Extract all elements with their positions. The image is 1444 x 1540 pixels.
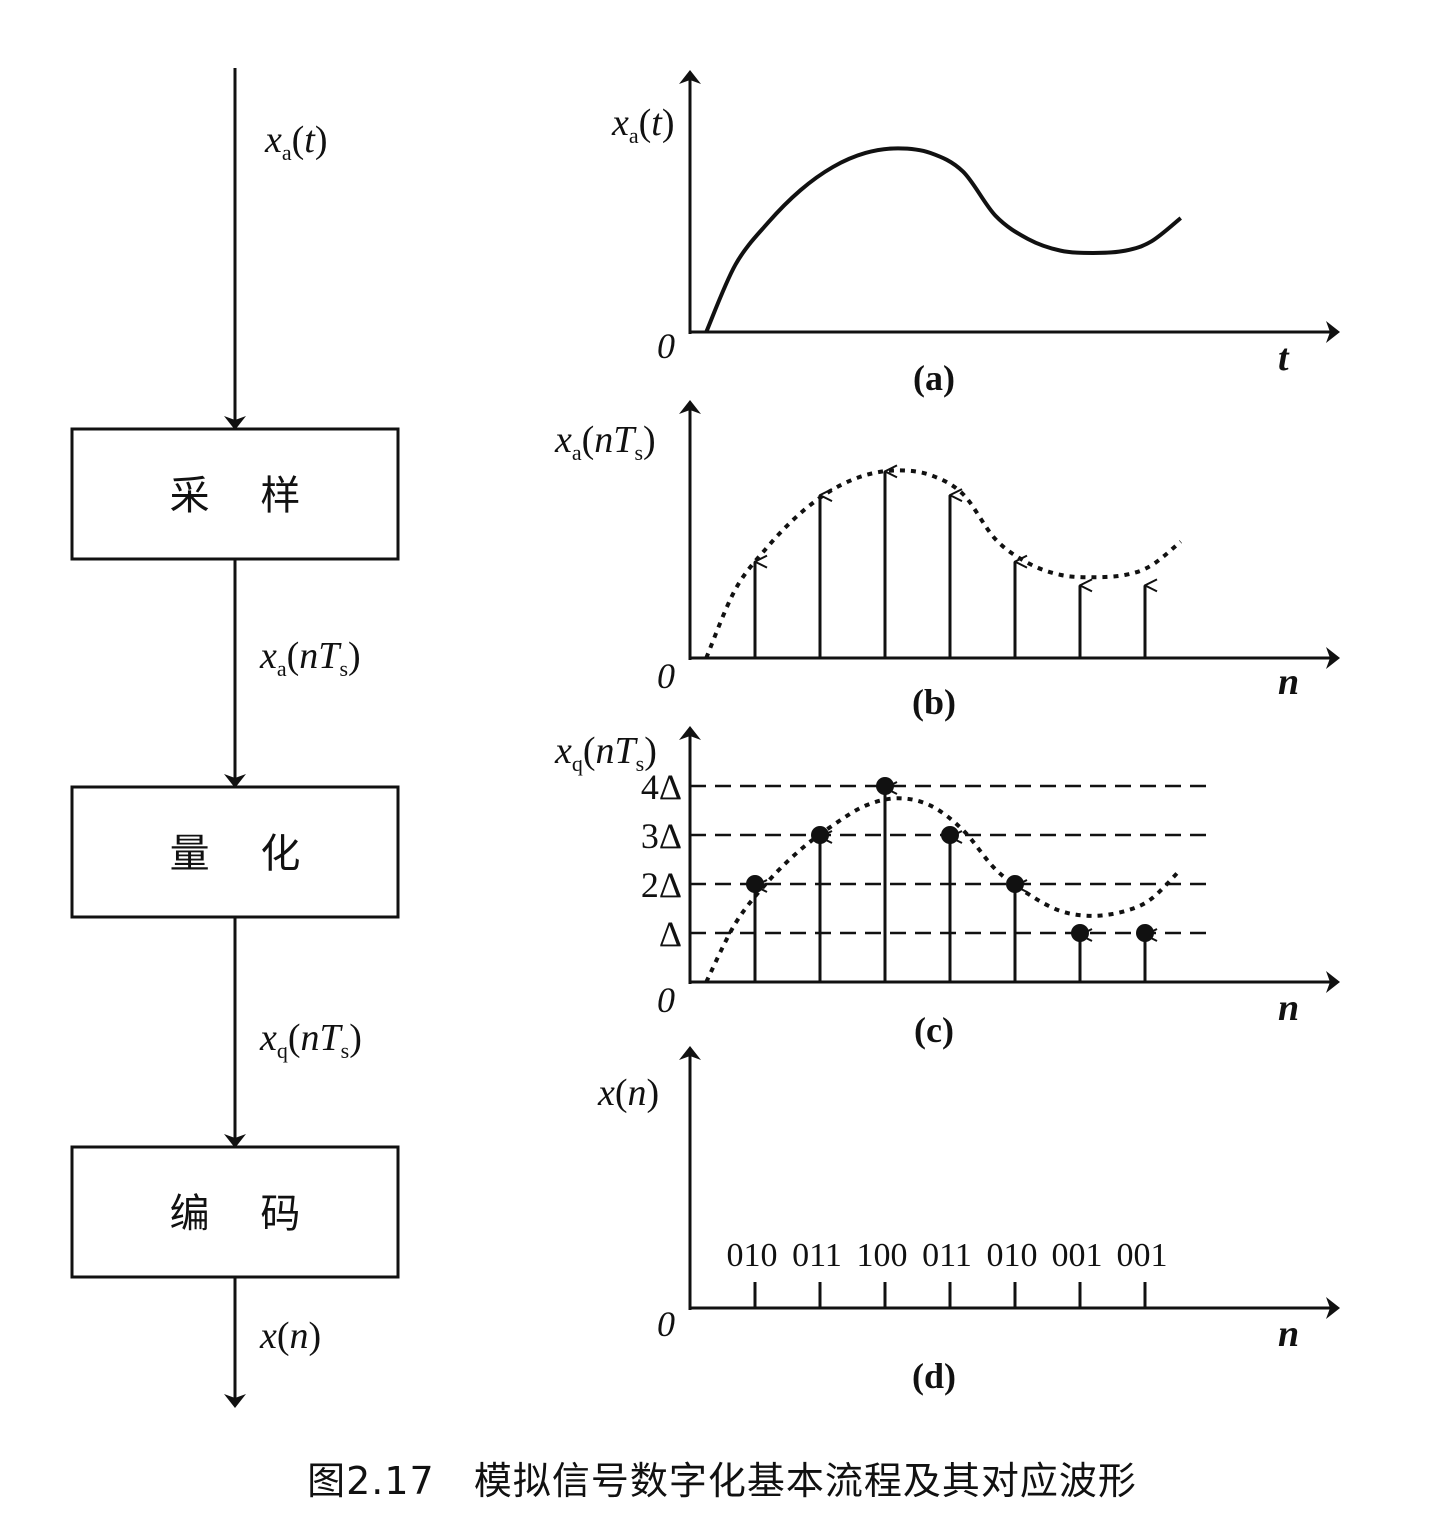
panel-c-ylabel: xq(nTs) (554, 730, 657, 776)
panel-b: xa(nTs) 0 n (b) (554, 400, 1340, 722)
panel-b-ylabel: xa(nTs) (554, 419, 656, 465)
signal-label-x-n: x(n) (259, 1315, 321, 1357)
encoding-block (70, 1145, 400, 1279)
panel-c-origin: 0 (657, 980, 675, 1020)
panel-c-level-label-2: 2Δ (641, 865, 682, 905)
panel-b-origin: 0 (657, 656, 675, 696)
panel-d-code-2: 011 (792, 1237, 842, 1274)
panel-a-analog-curve (704, 146, 1183, 333)
panel-d-ylabel: x(n) (597, 1072, 659, 1114)
panel-d-code-3: 100 (857, 1237, 908, 1274)
panel-c-label: (c) (914, 1010, 954, 1050)
figure-caption: 图2.17 模拟信号数字化基本流程及其对应波形 (307, 1459, 1137, 1503)
encoding-block-label: 编 码 (170, 1191, 301, 1237)
panel-c-sample-dot-1 (746, 875, 764, 893)
signal-label-xa-nTs: xa(nTs) (259, 635, 361, 681)
panel-b-envelope (704, 468, 1183, 659)
panel-d-code-7: 001 (1117, 1237, 1168, 1274)
panel-c-level-label-4: 4Δ (641, 767, 682, 807)
panel-c-sample-dot-3 (876, 777, 894, 795)
panel-d-code-5: 010 (987, 1237, 1038, 1274)
panel-b-xlabel: n (1278, 661, 1299, 703)
panel-c-xlabel: n (1278, 987, 1299, 1029)
panel-a-xlabel: t (1278, 337, 1290, 379)
panel-c-sample-dot-5 (1006, 875, 1024, 893)
panel-d-origin: 0 (657, 1304, 675, 1344)
panel-c-level-label-3: 3Δ (641, 816, 682, 856)
sampling-block-label: 采 样 (170, 473, 301, 519)
flowchart: 采 样 量 化 编 码 xa(t) xa(nTs) xq(nTs) x(n) (70, 68, 400, 1408)
panel-c-sample-dot-2 (811, 826, 829, 844)
panel-c-level-label-1: Δ (659, 914, 682, 954)
panel-a-ylabel: xa(t) (611, 102, 675, 148)
quantization-block (70, 785, 400, 919)
panel-d-xlabel: n (1278, 1313, 1299, 1355)
signal-label-xa-t: xa(t) (264, 119, 328, 165)
quantization-block-label: 量 化 (170, 831, 301, 877)
panel-d-code-4: 011 (922, 1237, 972, 1274)
sampling-block (70, 427, 400, 561)
panel-d-code-6: 001 (1052, 1237, 1103, 1274)
panel-a-origin: 0 (657, 326, 675, 366)
panel-c-samples (746, 777, 1154, 982)
panel-c-envelope (704, 796, 1183, 983)
panel-c-sample-dot-4 (941, 826, 959, 844)
panel-d-code-1: 010 (727, 1237, 778, 1274)
panel-a: xa(t) 0 t (a) (611, 70, 1340, 398)
panel-c-quant-levels: Δ 2Δ 3Δ 4Δ (641, 767, 1212, 954)
panel-b-label: (b) (912, 682, 956, 722)
signal-label-xq-nTs: xq(nTs) (259, 1017, 362, 1063)
panel-d: 010 011 100 011 010 001 001 x(n) 0 n (d) (597, 1046, 1340, 1396)
panel-d-codewords: 010 011 100 011 010 001 001 (727, 1237, 1168, 1308)
panel-b-samples (753, 471, 1145, 658)
panel-a-label: (a) (913, 358, 955, 398)
panel-c-sample-dot-7 (1136, 924, 1154, 942)
panel-c-sample-dot-6 (1071, 924, 1089, 942)
figure: 采 样 量 化 编 码 xa(t) xa(nTs) xq(nTs) x(n) x… (70, 68, 1340, 1408)
panel-d-label: (d) (912, 1356, 956, 1396)
panel-c: Δ 2Δ 3Δ 4Δ xq(nTs) 0 n (c) (554, 726, 1340, 1050)
